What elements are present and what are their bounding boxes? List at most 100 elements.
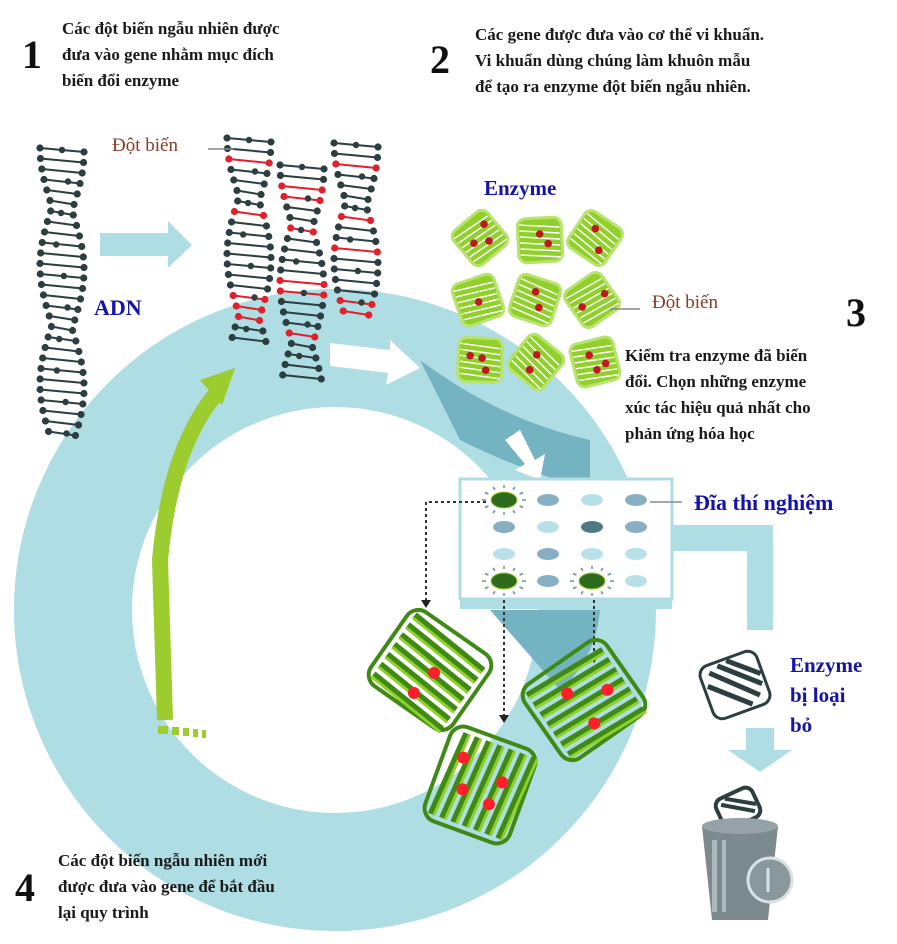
dna-base	[331, 244, 339, 252]
enzyme-strand	[571, 344, 612, 353]
enzyme-body	[515, 215, 565, 265]
step-2-line: Vi khuẩn dùng chúng làm khuôn mẫu	[475, 51, 751, 70]
step-3-number: 3	[846, 290, 866, 335]
mutation-site	[532, 351, 541, 359]
beta-strand	[450, 740, 493, 824]
dna-base	[38, 238, 46, 247]
dna-base	[364, 195, 372, 204]
dna-rung	[231, 221, 267, 227]
dna-base	[74, 421, 83, 429]
dna-rung	[43, 178, 81, 185]
dna-rung	[338, 226, 374, 232]
enzyme-strand	[473, 238, 508, 263]
rejected-enzyme	[698, 649, 772, 721]
dna-base	[36, 144, 44, 152]
dna-backbone	[352, 141, 360, 149]
dna-base	[230, 176, 238, 184]
dna-base	[43, 186, 51, 194]
beta-strand-highlight	[528, 651, 606, 700]
rejected-label-line: Enzyme	[790, 653, 863, 677]
dna-base	[36, 375, 44, 383]
dna-base	[37, 364, 45, 373]
glow-ray	[519, 491, 524, 495]
dna-rung	[227, 242, 271, 248]
mutation-site	[585, 351, 593, 360]
dna-base	[266, 148, 275, 157]
dna-base	[374, 143, 382, 151]
plate-label: Đĩa thí nghiệm	[694, 490, 834, 515]
selected-enzyme	[520, 637, 648, 763]
dna-rung	[232, 336, 266, 343]
dna-rung	[40, 252, 84, 258]
green-cycle-arrow	[151, 368, 235, 738]
step-3-line: Kiểm tra enzyme đã biến	[625, 346, 808, 365]
enzyme-strand	[469, 233, 504, 258]
dna-base	[225, 228, 233, 237]
dna-base	[78, 284, 87, 293]
dna-rung	[48, 430, 76, 437]
mutation-site	[531, 287, 540, 296]
step-2-number: 2	[430, 37, 450, 82]
step-4-number: 4	[15, 865, 35, 910]
glow-ray	[600, 590, 604, 595]
dna-base	[230, 207, 239, 216]
beta-strand-highlight	[488, 754, 528, 837]
enzyme-strand	[518, 350, 549, 380]
mutation-site	[600, 289, 609, 298]
dna-helix	[330, 139, 382, 319]
glow-ray	[512, 567, 516, 572]
dna-base	[276, 287, 284, 295]
plate-well	[625, 521, 647, 533]
dna-rung	[289, 216, 315, 223]
arrowhead	[499, 715, 509, 723]
beta-strand-highlight	[455, 742, 494, 824]
step-2-line: để tạo ra enzyme đột biến ngẫu nhiên.	[475, 77, 751, 96]
enzyme-outline	[366, 607, 494, 733]
dna-rung	[282, 258, 322, 265]
dna-rung	[280, 174, 324, 181]
enzyme-strand	[573, 232, 606, 260]
dna-rung	[228, 158, 270, 164]
dna-rung	[236, 189, 262, 196]
mutation-site	[595, 246, 603, 255]
small-enzyme	[456, 336, 504, 384]
dna-rung	[230, 284, 268, 290]
enzyme-strand	[519, 224, 560, 228]
dna-base	[79, 158, 88, 167]
beta-strand	[427, 731, 471, 816]
dna-helix	[36, 144, 88, 440]
glow-ray	[492, 590, 496, 595]
enzyme-strand	[457, 292, 498, 304]
dna-base	[316, 196, 324, 205]
dna-base	[320, 280, 328, 289]
dna-backbone	[60, 272, 68, 280]
arrow-to-plate	[505, 430, 545, 480]
dna-base	[234, 197, 242, 205]
dna-backbone	[346, 236, 354, 243]
dna-backbone	[358, 299, 365, 306]
mutation-site	[481, 366, 490, 375]
plate-well	[537, 575, 559, 587]
enzyme-strand	[511, 359, 541, 390]
dna-base	[316, 312, 325, 320]
dna-base	[234, 312, 243, 321]
small-enzyme	[450, 208, 510, 268]
dna-rung	[334, 152, 378, 159]
dna-base	[311, 333, 319, 341]
dna-backbone	[251, 294, 258, 301]
enzyme-strand	[459, 366, 500, 374]
enzyme-strand	[519, 236, 561, 240]
dna-base	[262, 222, 271, 230]
step-1-number: 1	[22, 32, 42, 77]
plate-well	[581, 521, 603, 533]
dna-base	[261, 295, 269, 304]
dna-base	[373, 153, 382, 162]
dna-base	[277, 297, 286, 306]
dna-rung	[45, 346, 79, 353]
enzyme-strand	[459, 360, 500, 368]
dna-rung	[279, 279, 325, 286]
selected-enzyme	[366, 607, 494, 734]
dna-rung	[43, 294, 81, 300]
dna-base	[337, 181, 345, 189]
glow-ray	[572, 572, 577, 576]
